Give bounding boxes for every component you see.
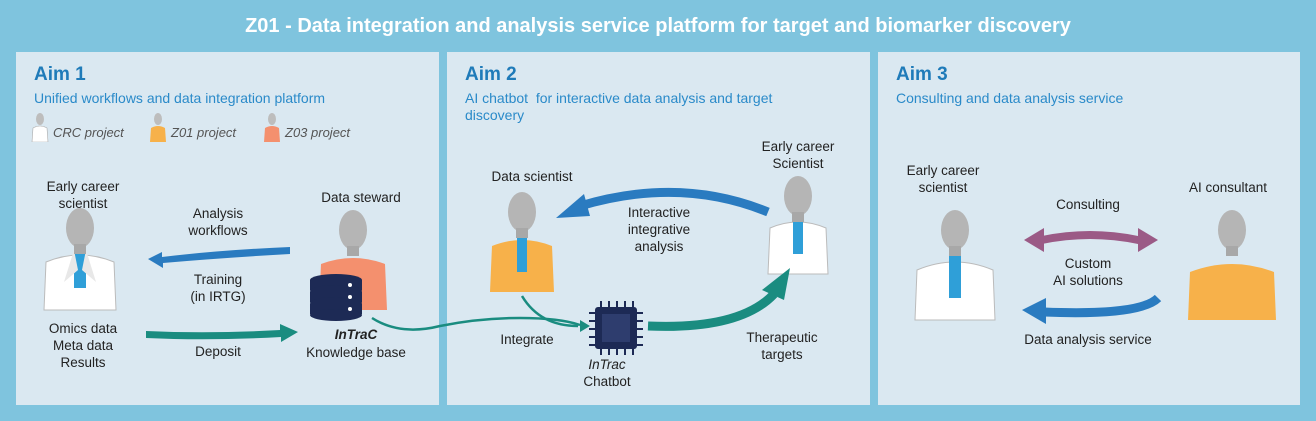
chatbot-chip-icon [589,301,643,355]
diagram-title: Z01 - Data integration and analysis serv… [245,15,1071,37]
aim1-subtitle: Unified workflows and data integration p… [34,90,326,106]
data-analysis-arrow [1022,294,1162,324]
custom-ai-label: Custom AI solutions [1053,256,1123,288]
z03-legend-icon [264,113,280,142]
legend-z03: Z03 project [285,125,351,140]
integrate-label: Integrate [500,332,554,347]
deposit-label: Deposit [195,344,241,359]
omics-label: Omics data Meta data Results [48,321,118,370]
intrac-connector [371,316,581,331]
therapeutic-targets-label: Therapeutic targets [746,330,818,362]
aim3-subtitle: Consulting and data analysis service [896,90,1124,106]
aim3-heading: Aim 3 [896,64,948,85]
analysis-workflows-label: Analysis workflows [188,206,248,238]
data-steward-label: Data steward [321,190,401,205]
ai-consultant-label: AI consultant [1188,180,1268,195]
aim2-subtitle: AI chatbot for interactive data analysis… [465,90,773,123]
early-career-scientist-icon-2 [767,176,829,275]
knowledge-base-label: Knowledge base [306,345,406,360]
integrate-arrow [520,295,579,328]
legend-z01: Z01 project [171,125,237,140]
ai-consultant-icon [1188,210,1276,320]
early-career-label: Early career scientist [46,179,120,211]
consulting-arrow [1024,228,1158,252]
deposit-arrow [146,324,298,342]
early-career-label-3: Early career scientist [906,163,980,195]
data-scientist-label: Data scientist [491,169,573,184]
early-career-scientist-icon-3 [914,210,996,321]
early-career-scientist-label: Early career Scientist [761,139,835,171]
intrac-label: InTraC [334,327,378,342]
aim2-heading: Aim 2 [465,64,517,85]
training-label: Training (in IRTG) [190,272,246,304]
z01-legend-icon [150,113,166,142]
early-career-scientist-icon [43,208,117,311]
aim1-heading: Aim 1 [34,64,86,85]
data-analysis-service-label: Data analysis service [1024,332,1152,347]
intrac-chatbot-name: InTrac [588,357,626,372]
therapeutic-arrow [647,268,790,331]
interactive-analysis-label: Interactive integrative analysis [627,205,691,254]
crc-legend-icon [31,113,49,142]
analysis-arrow [148,247,290,268]
database-icon [310,274,362,321]
chatbot-label: Chatbot [583,374,631,389]
interactive-arrow [556,187,770,218]
consulting-label: Consulting [1056,197,1120,212]
legend-crc: CRC project [53,125,124,140]
data-scientist-icon [490,192,554,292]
